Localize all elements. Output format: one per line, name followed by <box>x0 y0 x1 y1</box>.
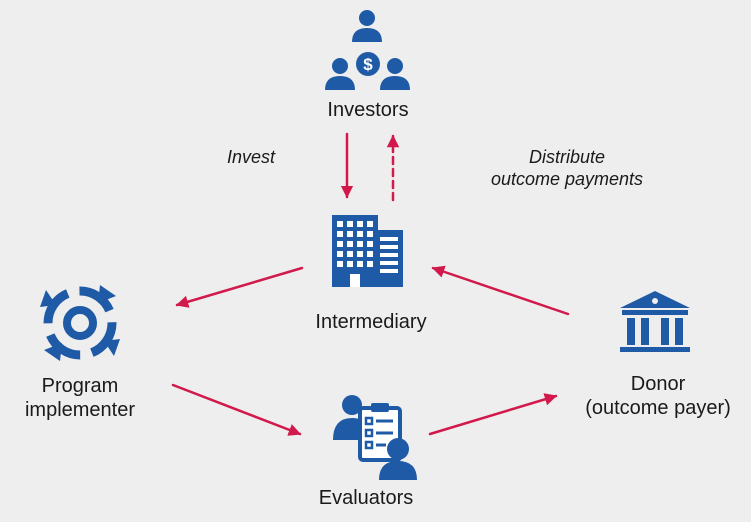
implementer-label-line2: implementer <box>24 399 136 421</box>
investors-label: Investors <box>327 99 409 121</box>
implementer-to-evaluators-arrow <box>171 383 302 436</box>
distribute-label-line2: outcome payments <box>490 169 644 189</box>
donor-label: Donor (outcome payer) <box>568 372 748 420</box>
implementer-label-line1: Program <box>41 375 119 397</box>
intermediary-to-implementer-arrow <box>175 266 304 308</box>
implementer-label: Program implementer <box>10 374 150 422</box>
svg-text:$: $ <box>363 55 373 74</box>
donor-label-line1: Donor <box>630 373 686 395</box>
investors-dollar-group-icon: $ <box>325 10 410 90</box>
evaluators-to-donor-arrow <box>428 393 558 436</box>
evaluators-label: Evaluators <box>318 487 414 509</box>
donor-label-line2: (outcome payer) <box>585 397 731 419</box>
intermediary-label: Intermediary <box>315 311 427 333</box>
bank-building-icon <box>620 291 690 352</box>
cycle-arrows-icon <box>40 285 120 361</box>
distribute-label-line1: Distribute <box>528 147 606 167</box>
evaluators-checklist-icon <box>333 395 417 480</box>
donor-to-intermediary-arrow <box>431 265 570 316</box>
office-buildings-icon <box>332 215 403 287</box>
invest-label: Invest <box>226 147 276 167</box>
distribute-label: Distribute outcome payments <box>462 146 672 190</box>
